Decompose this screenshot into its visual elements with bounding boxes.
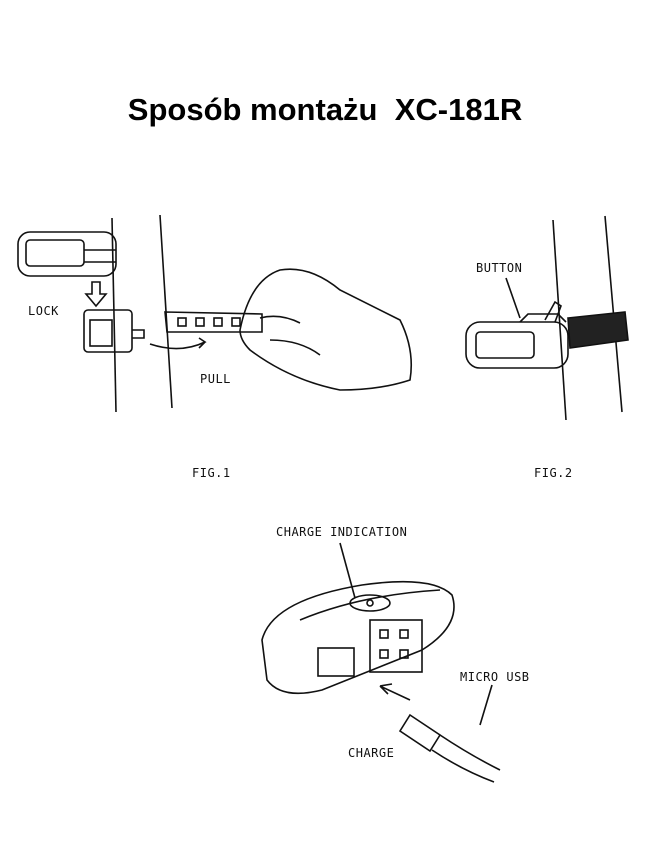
hand (239, 268, 413, 391)
usb-port (369, 619, 423, 673)
arrow-icon (379, 683, 411, 701)
lock-label: LOCK (28, 304, 59, 318)
button-label: BUTTON (476, 261, 523, 275)
micro-usb-plug (398, 713, 442, 753)
arrow-down-icon (84, 281, 108, 308)
tail-light-body (17, 231, 117, 277)
fig3-illustration (261, 542, 501, 783)
charge-indication-label: CHARGE INDICATION (276, 525, 408, 539)
fig1-illustration (17, 214, 413, 413)
mount-bracket (83, 309, 133, 353)
charge-indicator (349, 594, 391, 612)
charge-label: CHARGE (348, 746, 395, 760)
fig2-caption: FIG.2 (534, 466, 573, 480)
light-body (261, 580, 455, 695)
fig1-caption: FIG.1 (192, 466, 231, 480)
tail-light-body (465, 321, 569, 369)
fig2-illustration (465, 215, 629, 421)
micro-usb-label: MICRO USB (460, 670, 530, 684)
pull-arrow-icon (149, 337, 207, 350)
strap (164, 311, 263, 333)
page-title: Sposób montażu XC-181R (127, 92, 523, 127)
pull-label: PULL (200, 372, 231, 386)
